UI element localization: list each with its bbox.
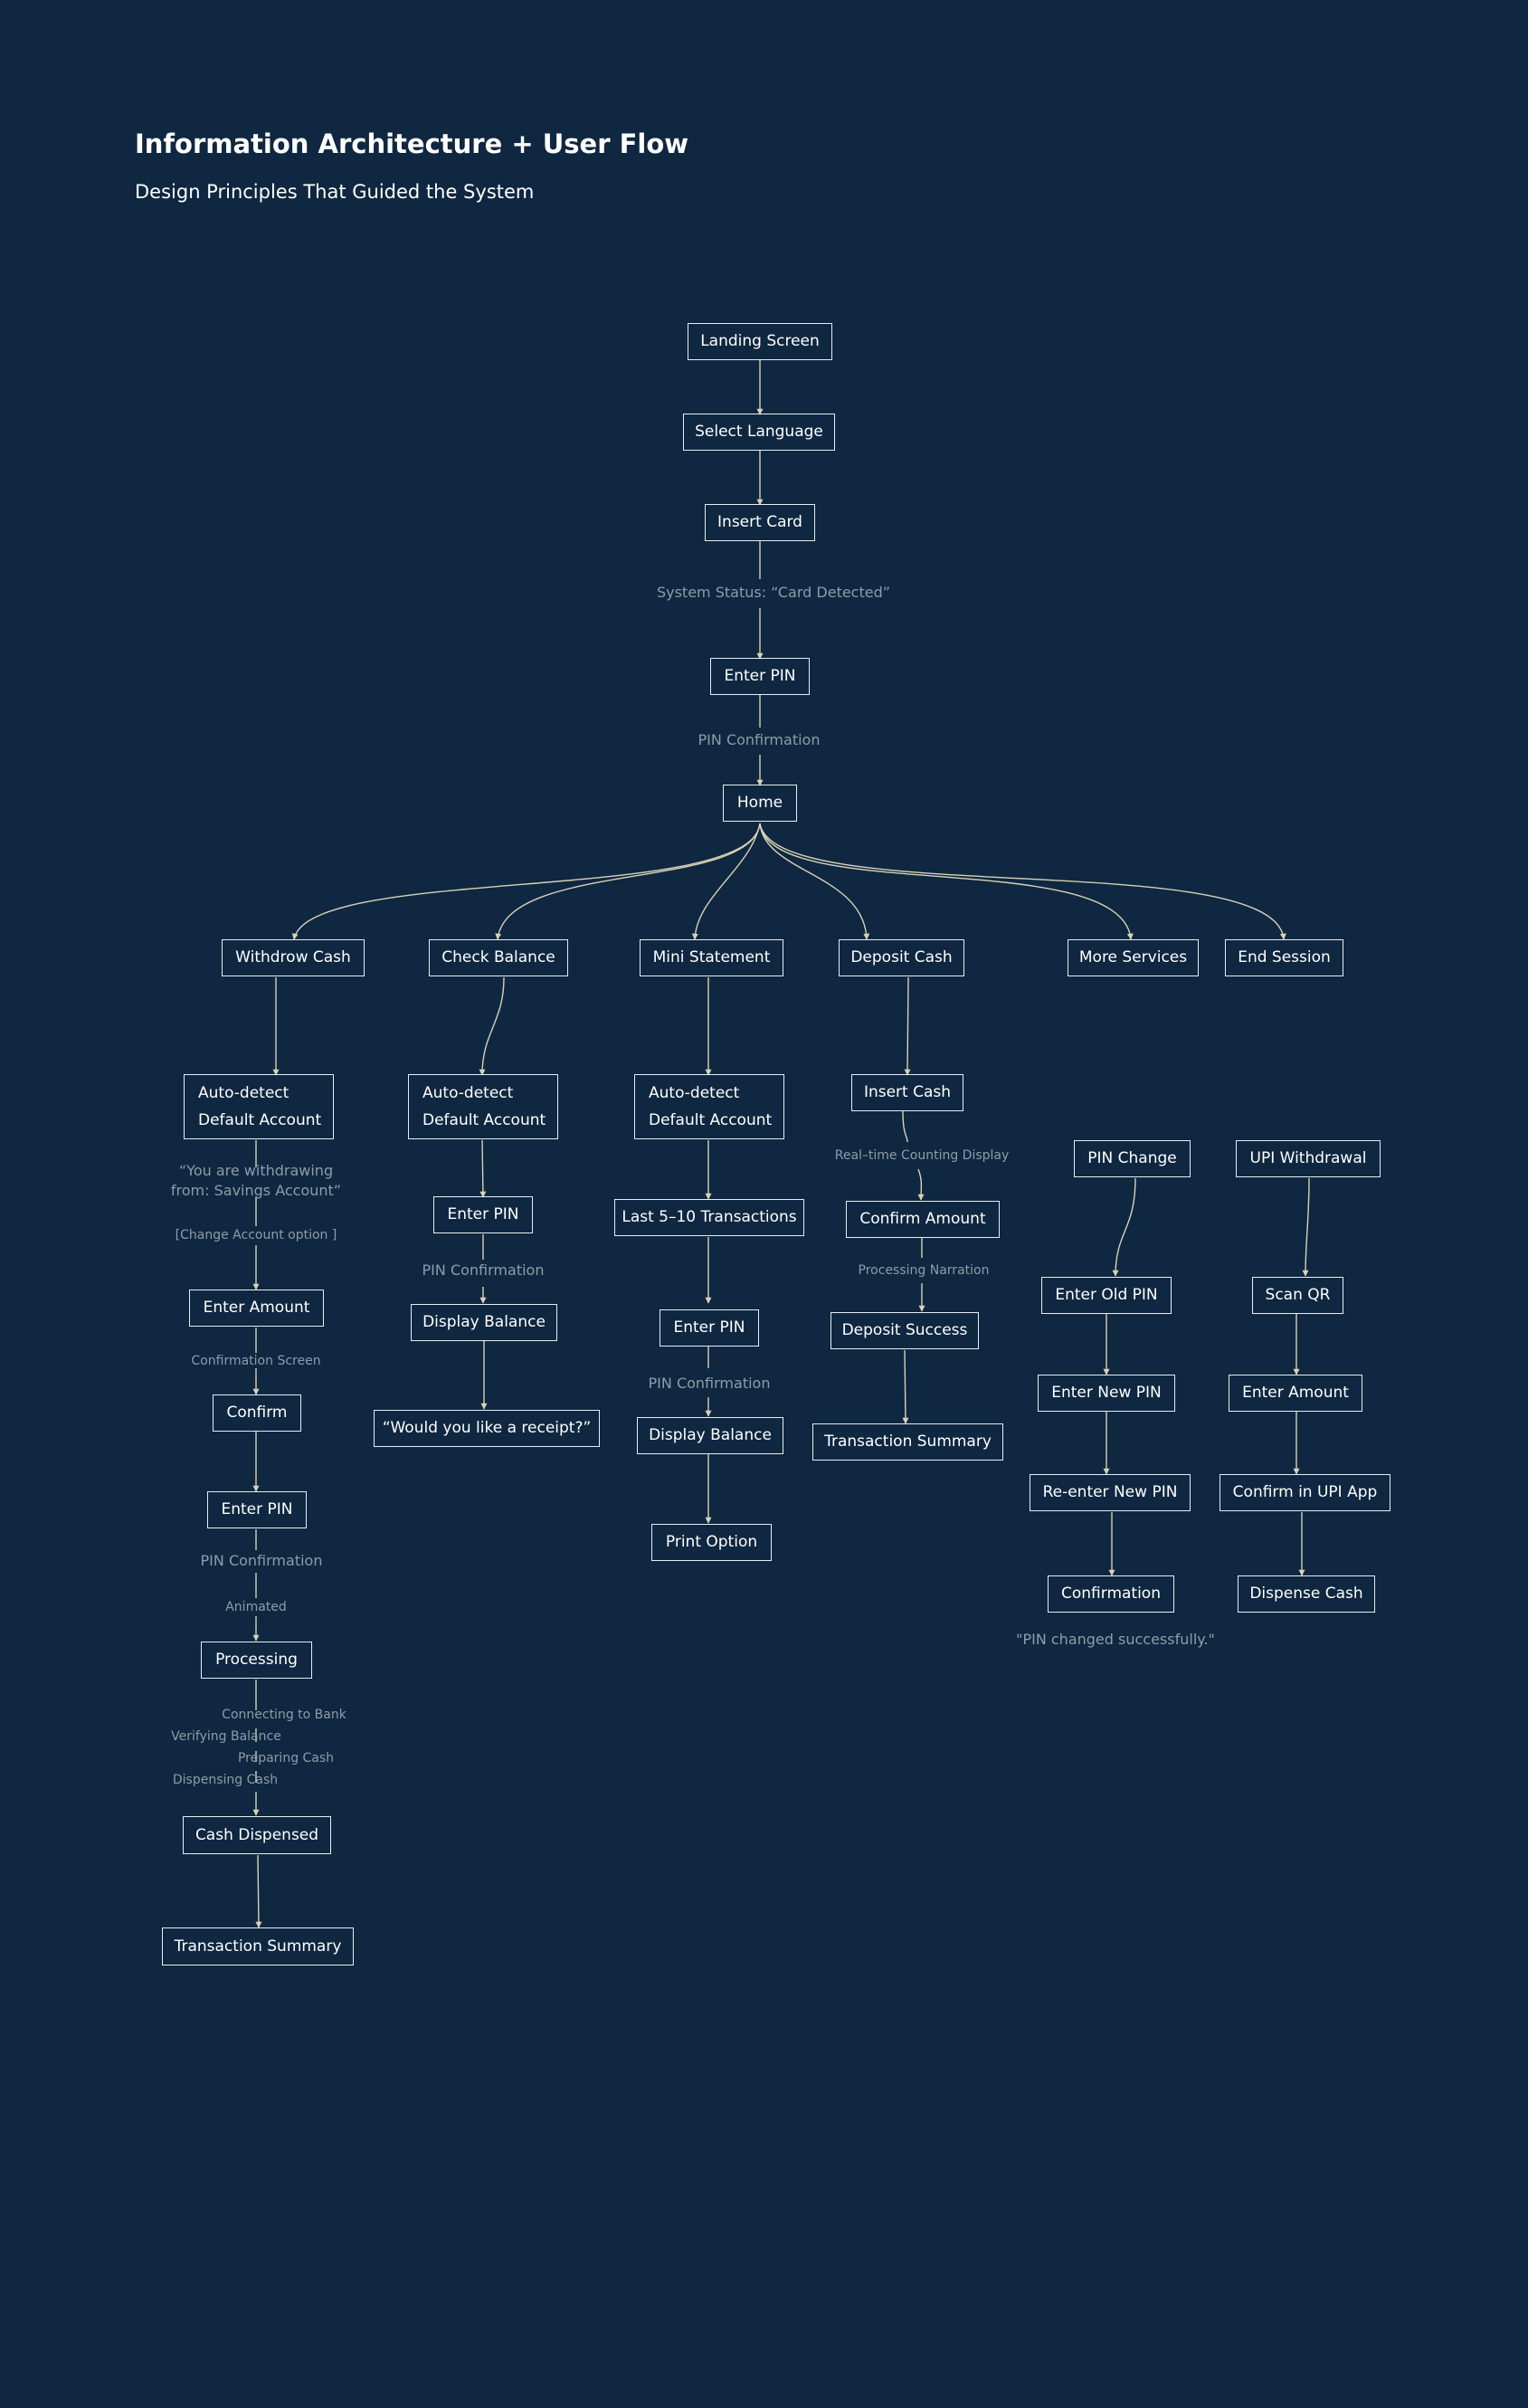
node-dispense-cash: Dispense Cash — [1238, 1575, 1375, 1613]
note-connecting-bank: Connecting to Bank — [222, 1708, 346, 1722]
edge-home-balance — [495, 823, 761, 940]
node-upi-withdrawal: UPI Withdrawal — [1236, 1140, 1381, 1177]
node-insert-cash: Insert Cash — [851, 1074, 963, 1111]
edge-home-mini — [691, 823, 761, 940]
edge-home-end — [759, 823, 1286, 940]
node-cash-dispensed: Cash Dispensed — [183, 1816, 331, 1854]
node-select-language: Select Language — [683, 414, 835, 451]
w-autodetect-line2: Default Account — [198, 1111, 322, 1129]
node-withdraw-enter-amount: Enter Amount — [189, 1290, 324, 1327]
node-withdraw-cash: Withdrow Cash — [222, 939, 365, 976]
node-confirm-amount: Confirm Amount — [846, 1201, 1000, 1238]
note-verifying-balance: Verifying Balance — [171, 1729, 281, 1744]
b-autodetect-line2: Default Account — [422, 1111, 546, 1129]
m-autodetect-line1: Auto-detect — [649, 1084, 740, 1102]
node-pin-change: PIN Change — [1074, 1140, 1191, 1177]
node-withdraw-processing: Processing — [201, 1642, 312, 1679]
node-more-services: More Services — [1068, 939, 1199, 976]
edge-w-16 — [255, 1854, 262, 1928]
note-withdraw-pin-confirmation: PIN Confirmation — [200, 1552, 323, 1569]
note-counting-display: Real–time Counting Display — [834, 1148, 1010, 1163]
edge-d-2 — [902, 1110, 908, 1143]
node-last-transactions: Last 5–10 Transactions — [614, 1199, 804, 1236]
m-autodetect-line2: Default Account — [649, 1111, 773, 1129]
edge-p-1 — [1112, 1177, 1136, 1277]
node-enter-pin: Enter PIN — [710, 658, 810, 695]
node-upi-enter-amount: Enter Amount — [1229, 1375, 1362, 1412]
edge-u-1 — [1302, 1177, 1310, 1277]
node-deposit-cash: Deposit Cash — [839, 939, 964, 976]
note-mini-pin-confirmation: PIN Confirmation — [648, 1375, 771, 1392]
edge-d-1 — [904, 976, 911, 1076]
note-withdrawing-from: “You are withdrawing from: Savings Accou… — [170, 1162, 342, 1199]
node-print-option: Print Option — [651, 1524, 772, 1561]
node-deposit-success: Deposit Success — [830, 1312, 979, 1349]
node-display-balance: Display Balance — [411, 1304, 557, 1341]
edge-home-deposit — [759, 823, 870, 940]
node-reenter-new-pin: Re-enter New PIN — [1030, 1474, 1191, 1511]
node-deposit-summary: Transaction Summary — [812, 1423, 1003, 1461]
edge-home-withdraw — [291, 823, 761, 940]
node-landing-screen: Landing Screen — [688, 323, 832, 360]
page-title: Information Architecture + User Flow — [135, 128, 689, 159]
note-animated: Animated — [225, 1600, 287, 1614]
edge-home-more — [759, 823, 1134, 940]
page-subtitle: Design Principles That Guided the System — [135, 181, 535, 203]
note-change-account: [Change Account option ] — [175, 1228, 337, 1242]
note-pin-confirmation: PIN Confirmation — [698, 731, 821, 748]
node-insert-card: Insert Card — [705, 504, 815, 541]
note-processing-narration: Processing Narration — [858, 1263, 990, 1278]
node-withdraw-summary: Transaction Summary — [162, 1927, 354, 1965]
note-confirmation-screen: Confirmation Screen — [191, 1354, 321, 1368]
node-enter-old-pin: Enter Old PIN — [1041, 1277, 1172, 1314]
node-check-balance: Check Balance — [429, 939, 568, 976]
node-end-session: End Session — [1225, 939, 1343, 976]
node-withdraw-confirm: Confirm — [213, 1394, 301, 1432]
node-withdraw-enter-pin: Enter PIN — [207, 1491, 307, 1528]
edge-b-1 — [479, 976, 505, 1076]
edge-d-6 — [902, 1349, 909, 1424]
note-preparing-cash: Preparing Cash — [237, 1751, 335, 1766]
node-receipt-prompt: “Would you like a receipt?” — [374, 1410, 600, 1447]
node-balance-enter-pin: Enter PIN — [433, 1196, 533, 1233]
note-dispensing-cash: Dispensing Cash — [172, 1773, 279, 1787]
node-pin-confirmation: Confirmation — [1048, 1575, 1174, 1613]
note-balance-pin-confirmation: PIN Confirmation — [422, 1261, 545, 1279]
node-mini-statement: Mini Statement — [640, 939, 783, 976]
edge-d-3 — [917, 1168, 925, 1201]
note-pin-changed: "PIN changed successfully." — [1016, 1631, 1215, 1648]
node-scan-qr: Scan QR — [1252, 1277, 1343, 1314]
w-autodetect-line1: Auto-detect — [198, 1084, 289, 1102]
note-card-detected: System Status: “Card Detected” — [656, 584, 891, 601]
node-confirm-upi-app: Confirm in UPI App — [1220, 1474, 1390, 1511]
b-autodetect-line1: Auto-detect — [422, 1084, 514, 1102]
node-mini-display-balance: Display Balance — [637, 1417, 783, 1454]
node-enter-new-pin: Enter New PIN — [1038, 1375, 1175, 1412]
node-home: Home — [723, 785, 797, 822]
node-mini-enter-pin: Enter PIN — [660, 1309, 759, 1347]
edge-b-2 — [479, 1139, 487, 1198]
